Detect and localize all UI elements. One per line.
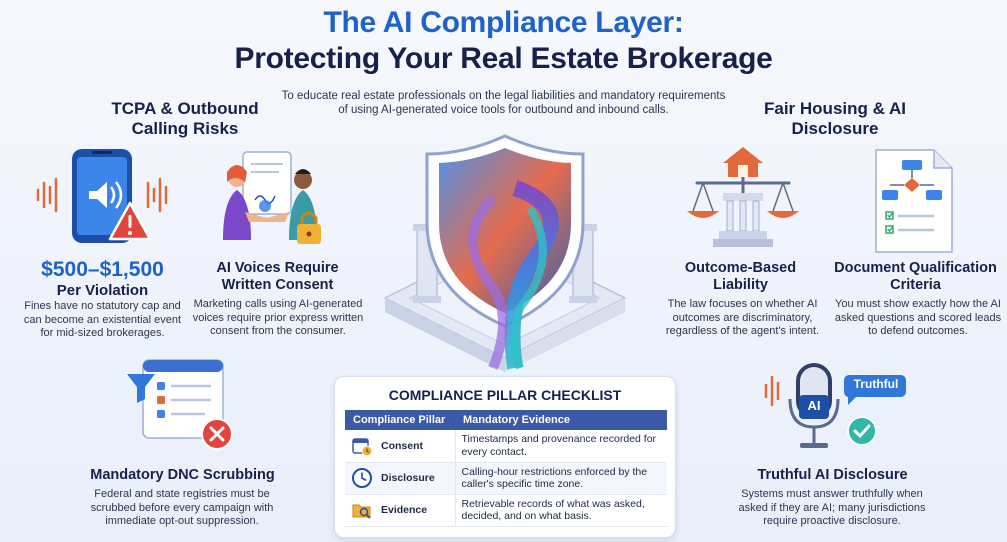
fair-housing-section-title: Fair Housing & AI Disclosure [764,99,906,138]
mic-ai-label: AI [807,398,821,413]
violation-label: Per Violation [56,282,149,299]
filter-document-reject-icon [127,359,233,450]
document-title: Document Qualification Criteria [834,260,997,293]
compliance-checklist: COMPLIANCE PILLAR CHECKLIST Compliance P… [334,376,676,538]
outcome-text: The law focuses on whether AI outcomes a… [665,298,820,337]
folder-search-icon [352,504,371,519]
consent-text: Marketing calls using AI-generated voice… [192,298,364,337]
checklist-table: Compliance Pillar Mandatory Evidence Con… [345,410,667,527]
truthful-text: Systems must answer truthfully when aske… [738,488,926,527]
violation-amount: $500–$1,500 [41,258,164,281]
dnc-text: Federal and state registries must be scr… [90,488,274,527]
scales-house-icon [687,147,799,247]
violation-text: Fines have no statutory cap and can beco… [23,300,182,339]
ai-microphone-icon [764,363,906,448]
checklist-title: COMPLIANCE PILLAR CHECKLIST [388,387,622,403]
consent-title: AI Voices Require Written Consent [216,260,339,293]
handshake-lock-icon [223,151,321,244]
flowchart-document-icon [875,149,953,253]
pillar-label: Evidence [381,503,428,516]
truthful-title: Truthful AI Disclosure [757,467,908,483]
phone-warning-icon [36,149,168,243]
evidence-cell: Timestamps and provenance recorded for e… [454,430,667,463]
pillar-label: Consent [381,439,423,452]
compliance-shield-illustration [383,134,627,372]
clock-icon [352,468,372,488]
truthful-badge: Truthful [853,377,899,391]
col-header-evidence: Mandatory Evidence [455,410,667,430]
page-subtitle: To educate real estate professionals on … [281,90,726,116]
table-row: Consent Timestamps and provenance record… [345,430,667,463]
calendar-clock-icon [352,438,373,457]
evidence-cell: Calling-hour restrictions enforced by th… [454,462,667,495]
col-header-pillar: Compliance Pillar [345,410,455,430]
dnc-title: Mandatory DNC Scrubbing [90,467,275,483]
evidence-cell: Retrievable records of what was asked, d… [454,494,667,527]
pillar-label: Disclosure [381,471,435,484]
tcpa-section-title: TCPA & Outbound Calling Risks [111,99,259,138]
table-row: Evidence Retrievable records of what was… [345,494,667,527]
page-title-line2: Protecting Your Real Estate Brokerage [234,42,773,75]
outcome-title: Outcome-Based Liability [684,260,797,293]
document-text: You must show exactly how the AI asked q… [834,298,1002,337]
page-title-line1: The AI Compliance Layer: [323,6,684,39]
table-row: Disclosure Calling-hour restrictions enf… [345,462,667,495]
